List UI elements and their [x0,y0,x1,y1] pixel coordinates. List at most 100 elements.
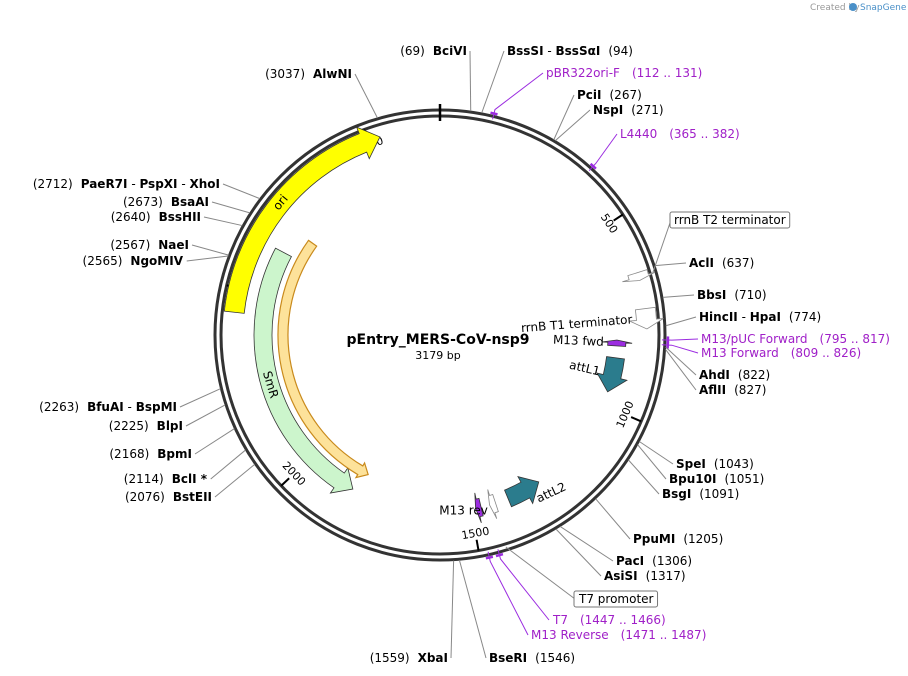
site-label-text: PciI (267) [577,88,642,102]
site-leader-line [505,546,576,600]
tick-label: 1000 [614,399,637,430]
bfuai-label: (2263)BfuAI - BspMI [39,400,177,414]
label-part: (2168) [109,447,149,461]
site-label-text: NspI(271) [593,103,664,117]
label-part: (2673) [123,195,163,209]
label-part: - [124,400,136,414]
site-leader-line [450,560,455,659]
site-leader-line [185,404,226,427]
m13-rev-feature-arrow [474,492,484,523]
feature-label: attL1 [568,358,601,379]
label-part: BlpI [157,419,183,433]
feature-label-box [573,590,659,608]
label-part: (3037) [265,67,305,81]
label-part: rrnB T2 terminator [674,213,786,227]
feature-label: M13 rev [439,503,488,517]
label-part: T7 [552,613,568,627]
label-part: HincII [699,310,738,324]
label-part: BssSαI [556,44,601,58]
label-part: PciI [577,88,602,102]
label-part: (1546) [535,651,575,665]
site-leader-line [627,459,660,495]
label-part: (2712) [33,177,73,191]
label-part: (1471 .. 1487) [621,628,707,642]
label-part: BssSI [507,44,544,58]
tick-mark [475,539,480,551]
site-label-text: (69)BciVI [400,44,467,58]
site-label-text: rrnB T2 terminator [674,213,786,227]
site-leader-line [665,349,697,391]
site-label-text: (2567) NaeI [110,238,189,252]
site-label-text: AclI(637) [689,256,754,270]
primer-leader-line [661,338,699,341]
label-part: M13/pUC Forward [701,332,808,346]
site-label-text: BbsI(710) [697,288,767,302]
label-part: (1317) [646,569,686,583]
feature-label: attL2 [534,480,568,506]
label-part: AsiSI [604,569,638,583]
label-part: BseRI [489,651,527,665]
label-part: (2114) [124,472,164,486]
spei-label: SpeI(1043) [676,457,754,471]
primer-binding-mark [589,162,597,170]
site-label-text: (2168)BpmI [109,447,192,461]
label-part: NaeI [158,238,189,252]
site-label-text: M13/pUC Forward(795 .. 817) [701,332,890,346]
site-leader-line [662,294,695,298]
t7-promoter-feature-arrow [487,489,499,519]
site-label-text: (2640)BssHII [111,210,201,224]
site-leader-line [211,201,250,214]
label-part: (1051) [724,472,764,486]
site-label-text: SpeI(1043) [676,457,754,471]
pcii-label: PciI (267) [577,88,642,102]
label-part: (2225) [109,419,149,433]
attl1-feature-arrow [596,356,628,393]
primer-binding-mark [485,555,494,560]
label-part: NgoMIV [130,254,183,268]
label-part: M13 Reverse [531,628,609,642]
credit-prefix: Created by [810,3,860,13]
label-part: (271) [631,103,663,117]
ahdi-label: AhdI(822) [699,368,770,382]
label-part: (1091) [699,487,739,501]
site-leader-line [203,216,243,227]
tick-mark [280,477,290,487]
bsshii-label: (2640)BssHII [111,210,201,224]
primer-binding-mark [490,111,498,116]
site-label-text: Bpu10I (1051) [669,472,764,486]
xbai-label: (1559)XbaI [370,651,448,665]
label-part: (1043) [714,457,754,471]
site-leader-line [655,262,687,267]
label-part: (267) [610,88,642,102]
rrnb-t1-terminator-feature-arrow [629,306,664,330]
site-label-text: (1559)XbaI [370,651,448,665]
label-part: BclI * [172,472,208,486]
paer7i-label: (2712)PaeR7I - PspXI - XhoI [33,177,220,191]
primer-leader-line [497,549,550,621]
label-part: Bpu10I [669,472,716,486]
site-leader-line [553,94,575,140]
label-part: PpuMI [633,532,675,546]
label-part: BciVI [433,44,467,58]
site-leader-line [179,388,221,408]
site-label-text: (2114) BclI * [124,472,208,486]
site-label-text: AsiSI (1317) [604,569,686,583]
site-leader-line [637,444,667,480]
blpi-label: (2225) BlpI [109,419,183,433]
bsteii-label: (2076)BstEII [125,490,212,504]
bcli-label: (2114) BclI * [124,472,208,486]
site-leader-line [194,428,235,455]
label-part: PacI [616,554,644,568]
primer-leader-line [661,344,699,354]
site-label-text: AflII(827) [699,383,766,397]
site-leader-line [214,463,255,498]
label-part: (2567) [110,238,150,252]
primer-leader-line [487,551,529,636]
site-leader-line [458,560,487,659]
label-part: XhoI [189,177,220,191]
primer-leader-line [492,72,544,120]
label-part: (827) [734,383,766,397]
l4440-label: L4440(365 .. 382) [620,127,740,141]
